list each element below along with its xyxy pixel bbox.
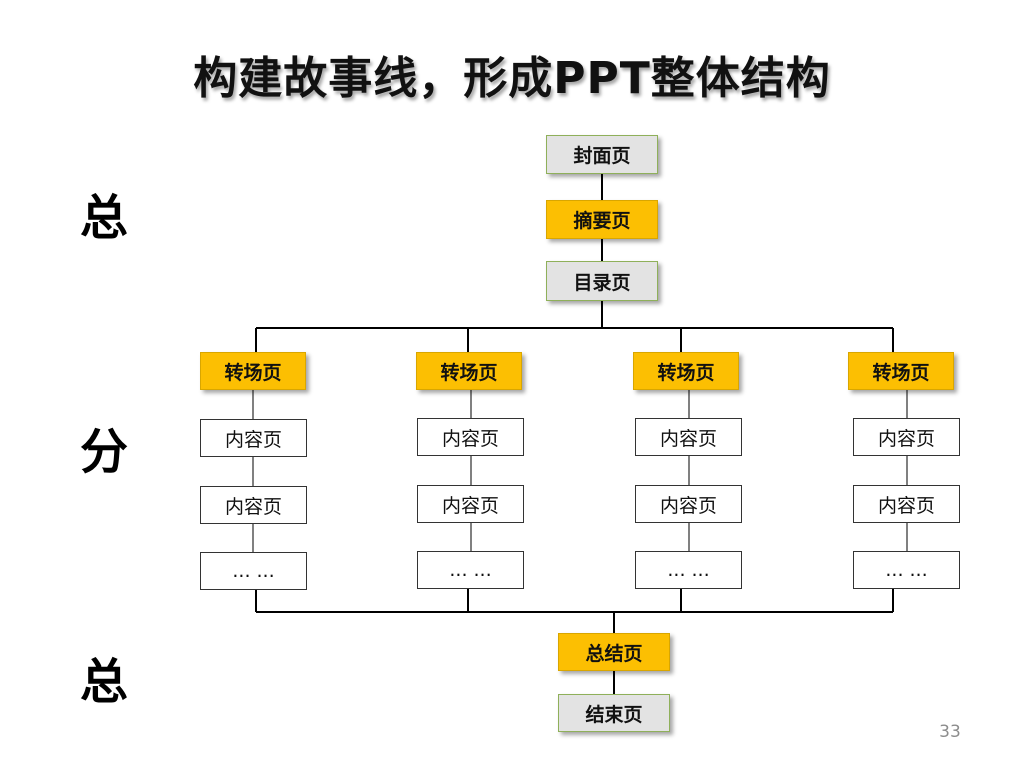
section-label-body: 分: [80, 424, 129, 480]
content-page-box: 内容页: [417, 485, 524, 523]
ellipsis-page-box: ... ...: [853, 551, 960, 589]
page-number: 33: [939, 722, 961, 742]
ellipsis-page-box: ... ...: [635, 551, 742, 589]
ellipsis-page-box: ... ...: [417, 551, 524, 589]
content-page-box: 内容页: [200, 419, 307, 457]
end-page-box: 结束页: [558, 694, 670, 732]
slide-title: 构建故事线，形成PPT整体结构: [193, 53, 831, 104]
content-page-box: 内容页: [200, 486, 307, 524]
toc-page-box: 目录页: [546, 261, 658, 301]
content-page-box: 内容页: [853, 485, 960, 523]
transition-page-box: 转场页: [416, 352, 522, 390]
transition-page-box: 转场页: [633, 352, 739, 390]
transition-page-box: 转场页: [200, 352, 306, 390]
summary-page-box: 总结页: [558, 633, 670, 671]
content-page-box: 内容页: [417, 418, 524, 456]
ellipsis-page-box: ... ...: [200, 552, 307, 590]
cover-page-box: 封面页: [546, 135, 658, 174]
content-page-box: 内容页: [635, 485, 742, 523]
transition-page-box: 转场页: [848, 352, 954, 390]
section-label-outro: 总: [80, 654, 129, 710]
content-page-box: 内容页: [853, 418, 960, 456]
section-label-intro: 总: [80, 190, 129, 246]
content-page-box: 内容页: [635, 418, 742, 456]
abstract-page-box: 摘要页: [546, 200, 658, 239]
